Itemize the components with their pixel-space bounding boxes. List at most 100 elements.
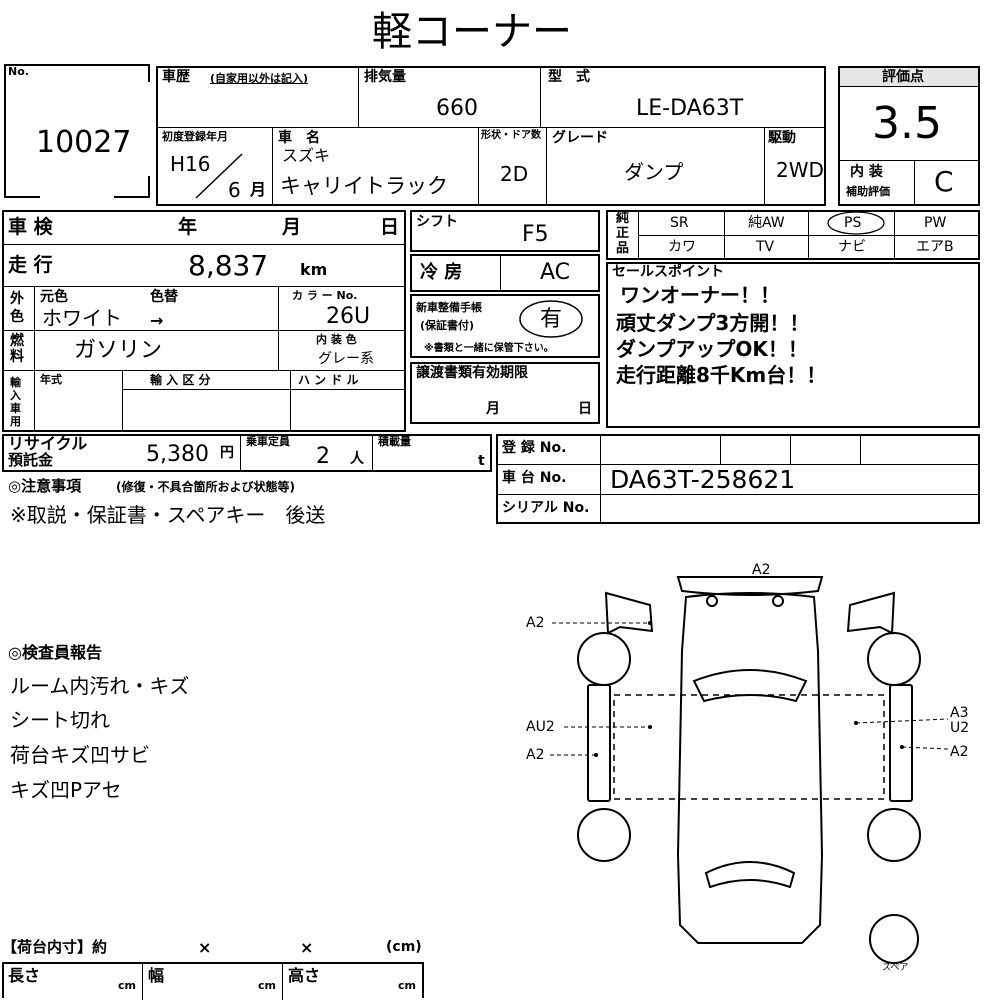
cargo-x2: × (300, 938, 314, 957)
wheel-front-left (577, 632, 631, 686)
inspector-line-3: 荷台キズ凹サビ (10, 743, 150, 767)
equip-tv: TV (756, 239, 775, 255)
ps-circle (827, 211, 885, 235)
vehicle-info-block (156, 66, 826, 206)
ac-label: 冷 房 (420, 262, 463, 283)
load-unit: t (478, 453, 485, 469)
manual-circle (519, 300, 583, 338)
recycle-unit: 円 (220, 445, 234, 461)
cargo-label: 【荷台内寸】約 (2, 938, 108, 956)
recycle-label-1: リサイクル (8, 434, 88, 453)
car-name: キャリイトラック (280, 174, 448, 198)
rating-value: 3.5 (872, 98, 942, 149)
car-body (676, 592, 824, 944)
import-class-label: 輸 入 区 分 (150, 373, 211, 387)
rating-box (838, 66, 980, 206)
registration-label: 登 録 No. (502, 440, 567, 456)
notes-label: ◎注意事項 (8, 477, 82, 495)
body-label: 形状・ドア数 (481, 130, 541, 141)
damage-right-mid-2: U2 (950, 720, 970, 736)
front-bumper (676, 576, 824, 596)
recycle-label-2: 預託金 (8, 451, 54, 469)
exterior-label-2: 色 (10, 309, 24, 325)
genuine-label-3: 品 (616, 241, 630, 256)
drive-label: 駆動 (768, 130, 796, 146)
transfer-label: 譲渡書類有効期限 (416, 365, 528, 381)
sales-points-box (606, 262, 980, 428)
shift-value: F5 (522, 222, 549, 247)
genuine-label-2: 正 (616, 226, 630, 241)
transfer-month: 月 (486, 401, 500, 417)
inspector-line-2: シート切れ (10, 708, 110, 732)
damage-top: A2 (752, 562, 771, 578)
model-value: LE-DA63T (636, 96, 744, 121)
grade-value: ダンプ (624, 160, 684, 184)
windshield (692, 669, 808, 703)
transfer-day: 日 (578, 401, 592, 417)
inspection-month: 月 (282, 216, 302, 238)
shift-box (410, 210, 600, 252)
capacity-unit: 人 (350, 451, 364, 467)
color-change-label: 色替 (150, 289, 178, 305)
equip-leather: カワ (668, 239, 696, 255)
displacement-label: 排気量 (364, 69, 406, 85)
car-diagram (550, 576, 949, 964)
lot-box (4, 64, 150, 198)
manual-box (410, 294, 600, 358)
cargo-width-unit: cm (258, 979, 276, 992)
color-no-label: カ ラ ー No. (292, 289, 358, 302)
chassis-label: 車 台 No. (502, 470, 567, 486)
grade-label: グレード (552, 130, 608, 146)
load-label: 積載量 (378, 435, 411, 448)
car-maker: スズキ (282, 146, 331, 165)
equip-sr: SR (670, 215, 689, 231)
cargo-height-label: 高さ (288, 966, 321, 985)
right-side-panel (889, 684, 913, 802)
chassis-value: DA63T-258621 (610, 465, 796, 494)
interior-color-label: 内 装 色 (316, 333, 357, 346)
first-reg-month: 6 (228, 178, 241, 202)
mileage-value: 8,837 (188, 249, 269, 282)
first-reg-year: H16 (170, 152, 211, 176)
cargo-x1: × (198, 938, 212, 957)
exterior-label-1: 外 (10, 291, 24, 307)
wheel-front-right (867, 632, 921, 686)
transfer-box (410, 362, 600, 424)
equip-navi: ナビ (838, 239, 866, 255)
model-label: 型 式 (548, 69, 590, 85)
sales-point-3: ダンプアップOK！！ (616, 337, 808, 361)
notes-sublabel: (修復・不具合箇所および状態等) (116, 480, 295, 494)
inspector-line-4: キズ凹Pアセ (10, 778, 122, 802)
equip-airbag: エアB (916, 239, 954, 255)
fuel-value: ガソリン (74, 338, 163, 363)
cargo-length-unit: cm (118, 979, 136, 992)
damage-left-front: A2 (526, 615, 545, 631)
cargo-width-label: 幅 (148, 966, 165, 985)
manual-label-1: 新車整備手帳 (416, 301, 482, 314)
rear-window (704, 861, 796, 889)
left-door (604, 591, 654, 635)
handle-label: ハ ン ド ル (298, 373, 359, 387)
capacity-label: 乗車定員 (246, 435, 290, 448)
shift-label: シフト (416, 214, 458, 230)
interior-rating-sublabel: 補助評価 (846, 185, 890, 198)
equip-ps: PS (844, 215, 862, 231)
body-value: 2D (500, 162, 529, 186)
manual-label-2: (保証書付) (420, 319, 475, 332)
equip-pw: PW (924, 215, 947, 231)
cargo-height-unit: cm (398, 979, 416, 992)
exterior-color: ホワイト (42, 306, 122, 330)
lot-label: No. (8, 65, 29, 78)
cargo-unit: (cm) (386, 939, 422, 955)
original-color-label: 元色 (40, 289, 68, 305)
interior-rating-label: 内 装 (850, 164, 883, 180)
wheel-rear-right (867, 808, 921, 862)
genuine-label-1: 純 (616, 211, 630, 226)
notes-value: ※取説・保証書・スペアキー 後送 (10, 503, 326, 527)
displacement-value: 660 (436, 96, 478, 121)
fuel-label-2: 料 (10, 349, 24, 365)
capacity-value: 2 (316, 444, 330, 469)
interior-color: グレー系 (318, 351, 374, 367)
inspection-day: 日 (380, 216, 400, 238)
recycle-value: 5,380 (146, 442, 209, 467)
